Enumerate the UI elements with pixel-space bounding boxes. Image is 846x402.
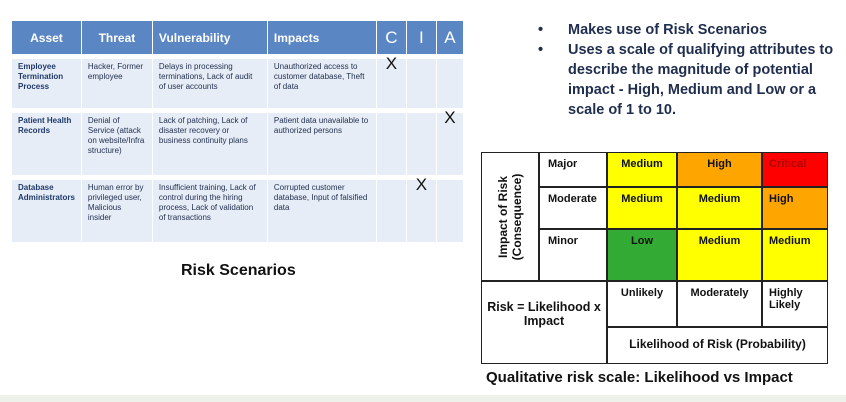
risk-cell: Medium	[607, 187, 677, 229]
cell-i	[406, 59, 437, 108]
cell-vulnerability: Lack of patching, Lack of disaster recov…	[152, 113, 268, 175]
risk-cell: High	[677, 152, 762, 187]
table-header-row: Asset Threat Vulnerability Impacts C I A	[12, 21, 464, 54]
row-label: Moderate	[539, 187, 607, 229]
table-row: Database Administrators Human error by p…	[12, 176, 464, 242]
column-label: Highly Likely	[762, 281, 828, 327]
risk-cell: Medium	[677, 229, 762, 281]
table-row: Patient Health Records Denial of Service…	[12, 109, 464, 175]
risk-formula: Risk = Likelihood x Impact	[481, 281, 607, 364]
column-label: Unlikely	[607, 281, 677, 327]
column-label: Moderately	[677, 281, 762, 327]
cell-a: X	[436, 109, 464, 175]
bullet-text: Makes use of Risk Scenarios	[568, 22, 768, 38]
row-label: Minor	[539, 229, 607, 281]
footer-bar	[0, 395, 846, 402]
bullet-dot-icon: •	[538, 42, 544, 58]
cell-impacts: Corrupted customer database, Input of fa…	[267, 180, 377, 242]
cell-i: X	[406, 176, 437, 242]
x-axis-label: Likelihood of Risk (Probability)	[607, 327, 828, 364]
header-vulnerability: Vulnerability	[152, 21, 268, 54]
risk-cell: High	[762, 187, 828, 229]
header-c: C	[376, 21, 407, 54]
table-row: Employee Termination Process Hacker, For…	[12, 55, 464, 108]
risk-cell: Medium	[677, 187, 762, 229]
cell-asset: Employee Termination Process	[12, 59, 82, 108]
y-axis-label: Impact of Risk(Consequence)	[481, 152, 539, 281]
matrix-caption: Qualitative risk scale: Likelihood vs Im…	[486, 369, 793, 386]
cell-impacts: Unauthorized access to customer database…	[267, 59, 377, 108]
cell-threat: Denial of Service (attack on website/Inf…	[81, 113, 153, 175]
cell-asset: Patient Health Records	[12, 113, 82, 175]
header-threat: Threat	[81, 21, 153, 54]
bullet-item: • Makes use of Risk Scenarios	[538, 20, 838, 40]
bullet-list: • Makes use of Risk Scenarios • Uses a sca…	[538, 20, 838, 120]
y-axis-label-line2: (Consequence)	[510, 173, 524, 260]
cell-a	[436, 59, 464, 108]
cell-c	[376, 180, 407, 242]
header-i: I	[406, 21, 437, 54]
cell-impacts: Patient data unavailable to authorized p…	[267, 113, 377, 175]
risk-cell: Medium	[762, 229, 828, 281]
y-axis-label-line1: Impact of Risk	[496, 175, 510, 258]
risk-scenarios-caption: Risk Scenarios	[181, 262, 296, 279]
cell-asset: Database Administrators	[12, 180, 82, 242]
cell-i	[406, 113, 437, 175]
bullet-text: Uses a scale of qualifying attributes to…	[568, 42, 834, 118]
row-label: Major	[539, 152, 607, 187]
cell-threat: Hacker, Former employee	[81, 59, 153, 108]
cell-threat: Human error by privileged user, Maliciou…	[81, 180, 153, 242]
header-asset: Asset	[12, 21, 82, 54]
header-a: A	[436, 21, 464, 54]
cell-vulnerability: Delays in processing terminations, Lack …	[152, 59, 268, 108]
risk-cell: Medium	[607, 152, 677, 187]
risk-cell: Critical	[762, 152, 828, 187]
bullet-item: • Uses a scale of qualifying attributes t…	[538, 40, 838, 120]
cell-c: X	[376, 55, 407, 108]
risk-cell: Low	[607, 229, 677, 281]
cell-c	[376, 113, 407, 175]
risk-scenarios-table: Asset Threat Vulnerability Impacts C I A…	[12, 21, 464, 242]
bullet-dot-icon: •	[538, 22, 544, 38]
header-impacts: Impacts	[267, 21, 377, 54]
cell-vulnerability: Insufficient training, Lack of control d…	[152, 180, 268, 242]
cell-a	[436, 180, 464, 242]
